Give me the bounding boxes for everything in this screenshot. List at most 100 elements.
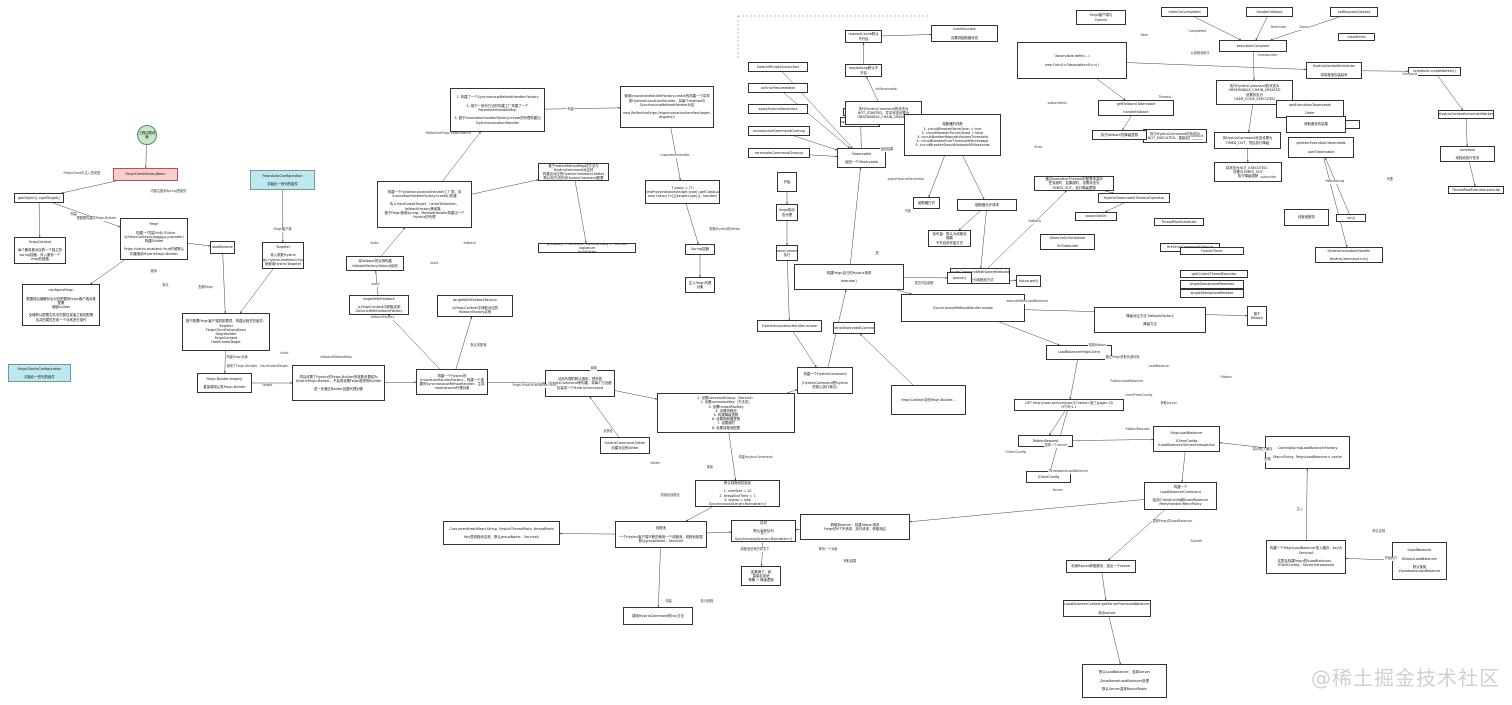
edge-label: 调用了Feign.Builder、HardCodedTarget: [226, 364, 289, 369]
node-threadpool-init: 默认线程池初始化 1. coreSize = 10 2. keepAliveTi…: [695, 480, 780, 507]
edge-label: 代理: [1386, 177, 1394, 182]
node-feign-methods: 1. 构建了一个SynchronousMethodHandler.Factory…: [450, 88, 545, 132]
edge-label: FeignClient中注入的类型: [63, 171, 101, 176]
node-timer: HystrixTimer: [1180, 247, 1244, 255]
edge-label: 配置: [1264, 457, 1272, 462]
edge-label: 构建Feign.Builder: [148, 231, 177, 236]
edge-feignclientfactorybean-to-getobject: [61, 180, 117, 194]
edge-hystrix-command-factory-to-hystrix-invoke: [787, 260, 791, 321]
edge-getobject-to-feign-builder: [52, 202, 121, 228]
edge-label: 放入: [760, 531, 768, 536]
node-applyhystrixsemantics2: applyHystrixSemantics: [748, 104, 808, 114]
edge-lbclient-to-lb-command: [1181, 451, 1186, 483]
edge-label: Server: [1052, 488, 1064, 493]
edge-label: RibbonRequest: [1125, 427, 1151, 432]
node-proxy-newinstance: T proxy = (T) Proxy.newProxyInstance(tar…: [645, 180, 720, 204]
node-hystrixcontext-worker: HystrixContextSchedulerWorker: [1438, 110, 1494, 119]
edge-lb-command-to-execution-submit: [909, 499, 1145, 523]
node-feigncontext: FeignContext 每个服务都对应着一个独立的 spring容器，传入服务…: [14, 237, 66, 264]
edge-loadbalance-to-builder-components: [222, 253, 227, 314]
node-subscribeon: subscribeOn: [1075, 212, 1117, 221]
node-synchronous-methodhandler: SynchronousMethodHandler.invoke: [901, 294, 1025, 322]
node-executioncomplete: executionComplete: [1219, 40, 1287, 52]
edge-loadbalancerclient-to-http-request: [1069, 359, 1078, 400]
node-getcurrentthread: getCurrentThreadExecutor: [1180, 270, 1248, 278]
node-feignclientsconfig: FeignClientsConfiguration 初始化一些列的组件: [8, 364, 71, 382]
edge-label: 开始执行: [1384, 556, 1398, 561]
node-execute-step: 1. 设置commandGroup（Service） 2. 设置commandK…: [657, 393, 795, 433]
edge-label: Terminate: [1270, 25, 1287, 30]
edge-label: IClientConfig: [1005, 450, 1027, 455]
edge-feign-builder-to-configurefeign: [90, 259, 125, 285]
node-hystrix-thread: 调用HystrixCommand的run方法: [623, 607, 693, 625]
edge-label: 调用Ribbon: [1088, 343, 1107, 348]
node-threadpool-exec: ThreadPoolExecutor.execute: [1448, 186, 1504, 194]
node-observable-defer: Observable.defer(...) new Func0<Observab…: [1017, 42, 1127, 79]
node-targeter: Targeter 将入参数Hystrix Feign.hystrix.enabl…: [262, 242, 304, 269]
edge-label: Feign.Hystrix.enabled=true: [512, 383, 557, 388]
edge-label: 内部注册到Spring里面的: [150, 189, 187, 194]
watermark: @稀土掘金技术社区: [1311, 666, 1500, 690]
node-oncompleted: markOnCompleted: [1161, 7, 1208, 17]
edge-label: 获取server: [1160, 401, 1178, 406]
node-feignautoconfig: FeignAutoConfiguration 初始化一系列的组件: [250, 170, 315, 190]
node-ribbon-circle: 基于Ribbon: [1247, 306, 1267, 326]
edge-label: fallback: [1028, 219, 1042, 224]
node-invoke-default: 动态代理的默认调用，是依靠HystrixCommand来构建，将每个方法都包装成…: [545, 370, 615, 397]
node-mark-success: markSuccess 设置到熔断器状态: [931, 25, 998, 42]
edge-label: 初始化线程池: [660, 493, 681, 498]
edge-label: 配置Hystrix的Setter: [709, 227, 741, 232]
edge-builder-components-to-feignbuilder-target: [223, 350, 226, 374]
edge-hystrix-invoke-to-new-hystrixcommand: [793, 331, 817, 368]
edge-label: build: [370, 241, 379, 246]
edge-label: Submit: [1190, 539, 1203, 544]
edge-queue-logic-to-concurrent-map: [559, 532, 616, 535]
node-loadbalance: loadBalance: [210, 241, 235, 254]
node-threadpool-service: 线程池服务: [1284, 209, 1329, 226]
edge-observable-defer-to-fallback-chain: [1096, 78, 1126, 101]
edge-label: 构建HystrixCommand: [738, 455, 774, 460]
edge-label: RequestLog: [1325, 179, 1345, 184]
edge-queue-logic-to-sync-queue: [706, 531, 732, 534]
node-scheduler-threadpool: ThreadPoolScheduler: [1154, 218, 1204, 226]
edge-terminatecommand-to-observable-chain: [809, 154, 838, 158]
node-groupkey: groupKey = serviceId; commandKey = metho…: [538, 243, 636, 253]
node-reject: 如果满了，就 直接走拒绝 策略 → 降级逻辑: [741, 566, 781, 586]
edge-label: ZoneAwareLoadBalancer: [1048, 469, 1089, 474]
node-terminatecommand: terminateCommandCleanup: [748, 148, 810, 158]
edge-observable-defer-to-threadpool-schedule: [1126, 62, 1307, 71]
edge-feign-builder-to-loadbalance: [187, 242, 211, 247]
edge-label: subscribeOn: [1047, 101, 1068, 106]
edge-handlecallback-to-executioncomplete: [1255, 16, 1268, 41]
edge-label: 构建: [567, 107, 575, 112]
node-build-invocation: 构建一个HystrixInvocationHandler工厂类，将Invocat…: [377, 181, 472, 228]
edge-target-hardcoded-to-targetwithfallback: [388, 314, 440, 370]
edge-synchronous-methodhandler-to-loadbalancerclient: [999, 321, 1060, 346]
edge-label: 默认: [162, 283, 170, 288]
edge-label: toObservable: [875, 87, 898, 92]
node-inject-proxy: 注入Feign代理对象: [685, 277, 715, 293]
edge-queue-logic-to-hystrix-thread: [657, 547, 661, 608]
node-hystrix-feign-fallback: 降级对应方法 FallbackFactory 降级方法: [1094, 307, 1206, 333]
node-sync-queue: 队列 默认没有队列 new SynchronousQueue<Runnable>…: [731, 520, 796, 542]
node-feigncontext-map: FeignContext中的Feign.Builder...: [891, 385, 966, 415]
node-breaker-open: 熔断器打开: [913, 197, 940, 209]
edge-label: 返回结果: [880, 147, 894, 152]
edge-label: 将LB放入缓存: [1252, 447, 1273, 452]
node-builder-components: 基于配置Feign客户端的配置项，构建出相关的组件： Targeter Feig…: [182, 313, 270, 351]
edge-label: callback: [1190, 134, 1205, 139]
edge-completed-state-to-state-timeout: [1247, 104, 1253, 133]
edge-getobject-to-feigncontext: [38, 202, 41, 238]
edge-timeout-obs-to-subscribeon: [1104, 202, 1124, 213]
node-switchifempty: SwitchIfEmptySubscriber: [748, 62, 808, 72]
edge-hystrix-commands-map-to-groupkey: [574, 180, 587, 244]
edge-label: 根据要构建的Feign.Builder: [76, 216, 117, 221]
node-getobject: getObject()->getTarget(): [14, 193, 64, 203]
node-target-hystrix: 然后设置了Hystrix的Feign.Builder的参数设置成为Hystrix…: [292, 365, 385, 401]
node-breaker-allow: 熔断器允许请求: [957, 199, 1017, 211]
node-select-server: 默认LoadBalancer，选择Server ZoneAwareLoadBal…: [1082, 664, 1167, 698]
edge-label: 调用: [590, 366, 598, 371]
node-hystrix-command-factory: HystrixCommand 执行: [776, 245, 798, 261]
edge-label: target: [262, 383, 273, 388]
edge-label: Ribbon: [1220, 375, 1233, 380]
